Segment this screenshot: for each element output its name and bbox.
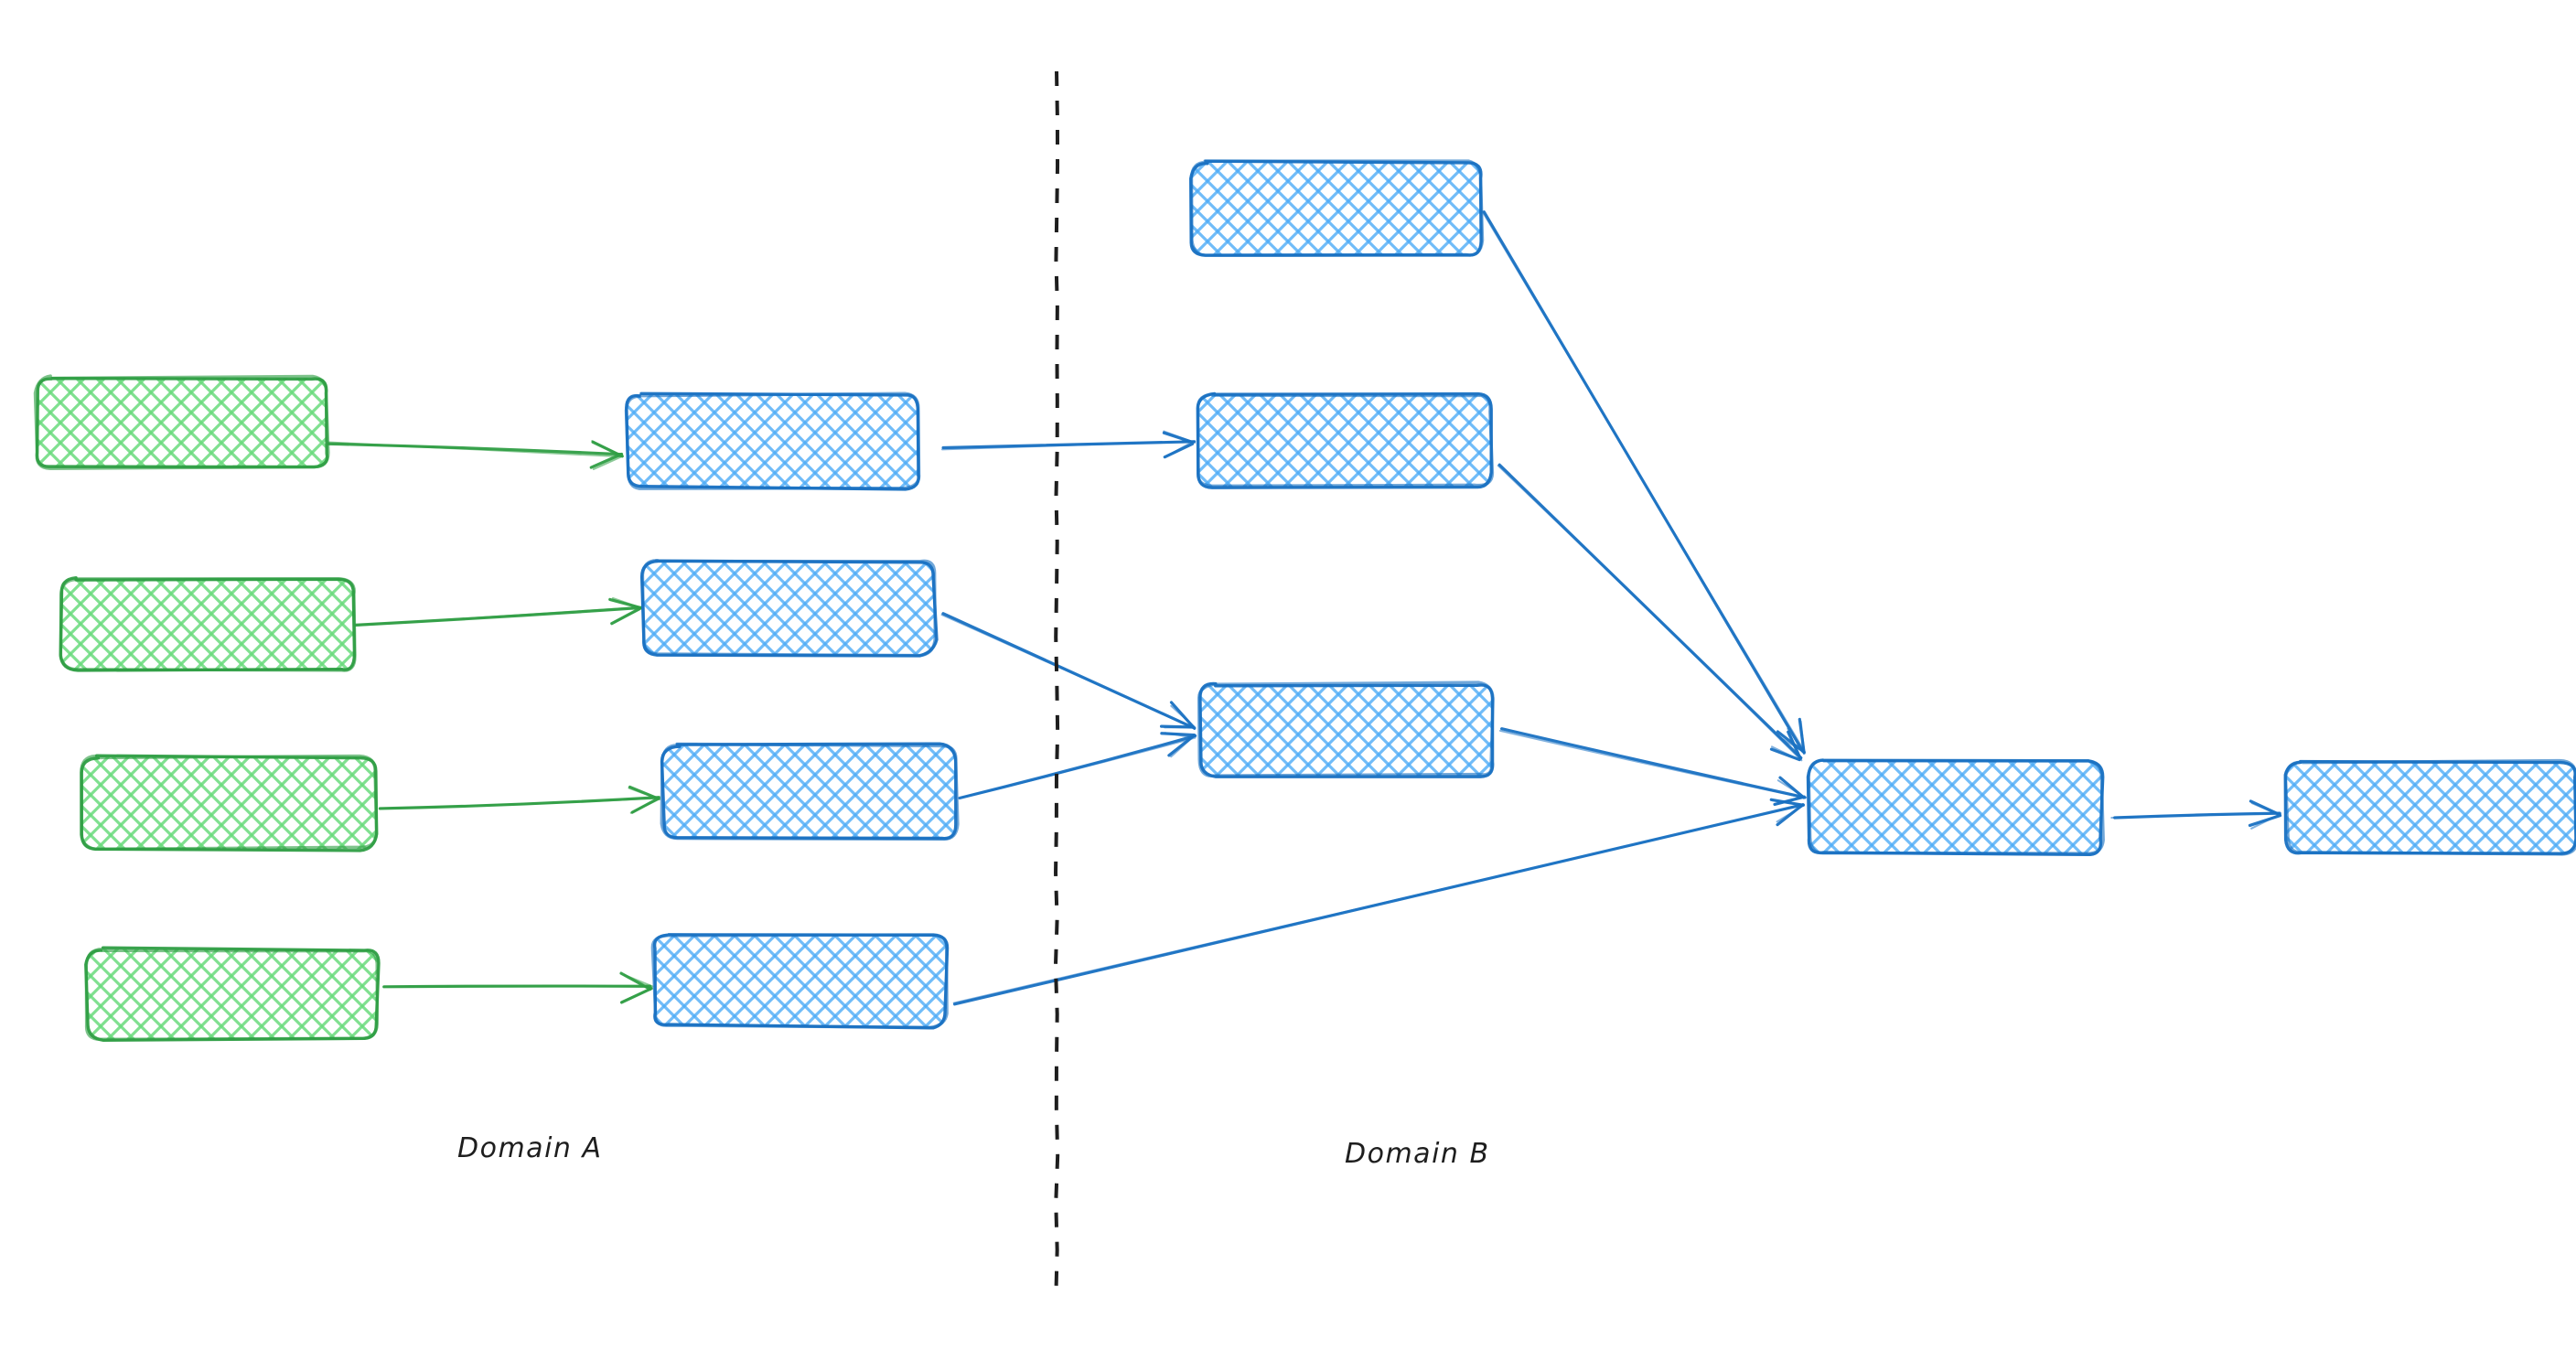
node-outline-a-mid-2 xyxy=(640,559,937,658)
edge-line xyxy=(1481,210,1806,754)
node-fill-a-src-3 xyxy=(82,757,375,849)
node-outline-a-mid-3 xyxy=(660,742,960,841)
edge-arrowhead-2 xyxy=(1771,799,1804,806)
domain-a-label: Domain A xyxy=(457,1132,603,1164)
edge-line xyxy=(327,441,622,458)
node-fill-b-upper xyxy=(1198,395,1491,487)
edge-line xyxy=(1498,729,1804,799)
node-outline-b-top xyxy=(1189,159,1485,257)
edge-line xyxy=(941,440,1197,451)
node-box-a-src-4[interactable] xyxy=(84,946,381,1042)
edge-e9 xyxy=(1497,463,1803,762)
node-box-a-mid-2[interactable] xyxy=(639,559,939,658)
edge-arrowhead-2 xyxy=(1787,727,1802,759)
node-fill-a-mid-3 xyxy=(663,745,956,839)
node-outline-b-out xyxy=(2283,758,2576,856)
edge-line xyxy=(1500,727,1807,799)
edge-arrowhead-2 xyxy=(2250,802,2281,817)
node-box-b-upper[interactable] xyxy=(1196,391,1495,489)
node-outline-b-hub xyxy=(1807,758,2105,855)
edge-e1 xyxy=(327,440,624,470)
edge-arrowhead-1 xyxy=(592,455,624,470)
edge-arrowhead-2 xyxy=(623,974,654,988)
node-fill-b-center xyxy=(1200,684,1493,776)
node-outline-b-upper xyxy=(1196,392,1495,488)
node-outline-a-src-2 xyxy=(59,576,357,672)
edge-e10 xyxy=(1498,727,1807,807)
edge-arrowhead-1 xyxy=(1774,796,1806,805)
edge-arrowhead-1 xyxy=(1776,805,1804,823)
edge-arrowhead-2 xyxy=(1776,779,1806,799)
edge-line xyxy=(379,797,660,810)
edge-arrowhead-2 xyxy=(1170,704,1197,729)
edge-e12 xyxy=(2110,799,2282,830)
node-fill-a-mid-1 xyxy=(627,395,919,488)
edge-arrowhead-2 xyxy=(611,596,641,609)
domain-b-label: Domain B xyxy=(1345,1138,1490,1170)
edge-e6 xyxy=(940,612,1197,730)
node-outline-a-src-1 xyxy=(33,374,330,471)
edge-arrowhead-1 xyxy=(589,452,624,469)
node-fill-b-out xyxy=(2287,762,2576,853)
edge-line xyxy=(940,614,1196,730)
node-fill-a-src-2 xyxy=(62,579,355,670)
edge-arrowhead-1 xyxy=(629,798,660,814)
node-box-a-src-3[interactable] xyxy=(80,754,379,852)
edge-e5 xyxy=(941,430,1197,459)
node-outline-a-mid-1 xyxy=(624,391,921,490)
node-fill-a-mid-4 xyxy=(654,935,947,1026)
edge-e2 xyxy=(353,596,643,627)
node-outline-a-src-4 xyxy=(84,947,379,1041)
edge-e7 xyxy=(958,732,1197,800)
node-fill-a-mid-2 xyxy=(643,561,935,654)
edge-line xyxy=(952,803,1805,1004)
edge-arrowhead-2 xyxy=(628,787,661,800)
edge-arrowhead-2 xyxy=(1163,430,1197,444)
edge-arrowhead-1 xyxy=(1771,745,1800,761)
node-box-a-src-1[interactable] xyxy=(33,374,330,471)
node-box-a-mid-4[interactable] xyxy=(650,933,950,1030)
node-box-b-hub[interactable] xyxy=(1806,758,2105,857)
divider-layer xyxy=(1053,70,1060,1298)
edge-e4 xyxy=(382,971,654,1004)
edge-line xyxy=(961,736,1197,799)
edge-line xyxy=(357,606,642,627)
edges-layer xyxy=(327,210,2282,1006)
node-outline-b-center xyxy=(1197,681,1495,777)
node-outline-a-src-3 xyxy=(80,754,379,852)
node-fill-a-src-4 xyxy=(87,949,378,1039)
edge-e11 xyxy=(952,798,1806,1006)
edge-line xyxy=(2110,811,2280,820)
edge-e3 xyxy=(378,785,661,814)
edge-arrowhead-2 xyxy=(591,440,624,457)
node-outline-a-mid-4 xyxy=(650,933,949,1029)
node-fill-b-top xyxy=(1192,163,1482,256)
node-fill-b-hub xyxy=(1809,762,2102,853)
edge-line xyxy=(1497,465,1803,762)
edge-arrowhead-1 xyxy=(2250,812,2281,830)
edge-arrowhead-2 xyxy=(1799,720,1806,752)
node-box-a-mid-3[interactable] xyxy=(660,742,960,841)
nodes-layer xyxy=(33,159,2576,1042)
edge-arrowhead-1 xyxy=(620,987,652,1003)
edge-e8 xyxy=(1481,210,1806,755)
node-fill-a-src-1 xyxy=(37,378,327,467)
node-box-b-out[interactable] xyxy=(2283,758,2576,856)
node-box-a-mid-1[interactable] xyxy=(624,391,921,491)
edge-arrowhead-1 xyxy=(613,607,643,623)
edge-arrowhead-1 xyxy=(1164,440,1195,458)
edge-arrowhead-2 xyxy=(1164,732,1194,739)
node-box-b-top[interactable] xyxy=(1189,159,1485,257)
edge-arrowhead-1 xyxy=(1170,735,1194,758)
domain-divider-line xyxy=(1053,70,1060,1298)
node-box-a-src-2[interactable] xyxy=(59,575,357,672)
edge-line xyxy=(382,985,652,988)
node-box-b-center[interactable] xyxy=(1197,681,1495,778)
